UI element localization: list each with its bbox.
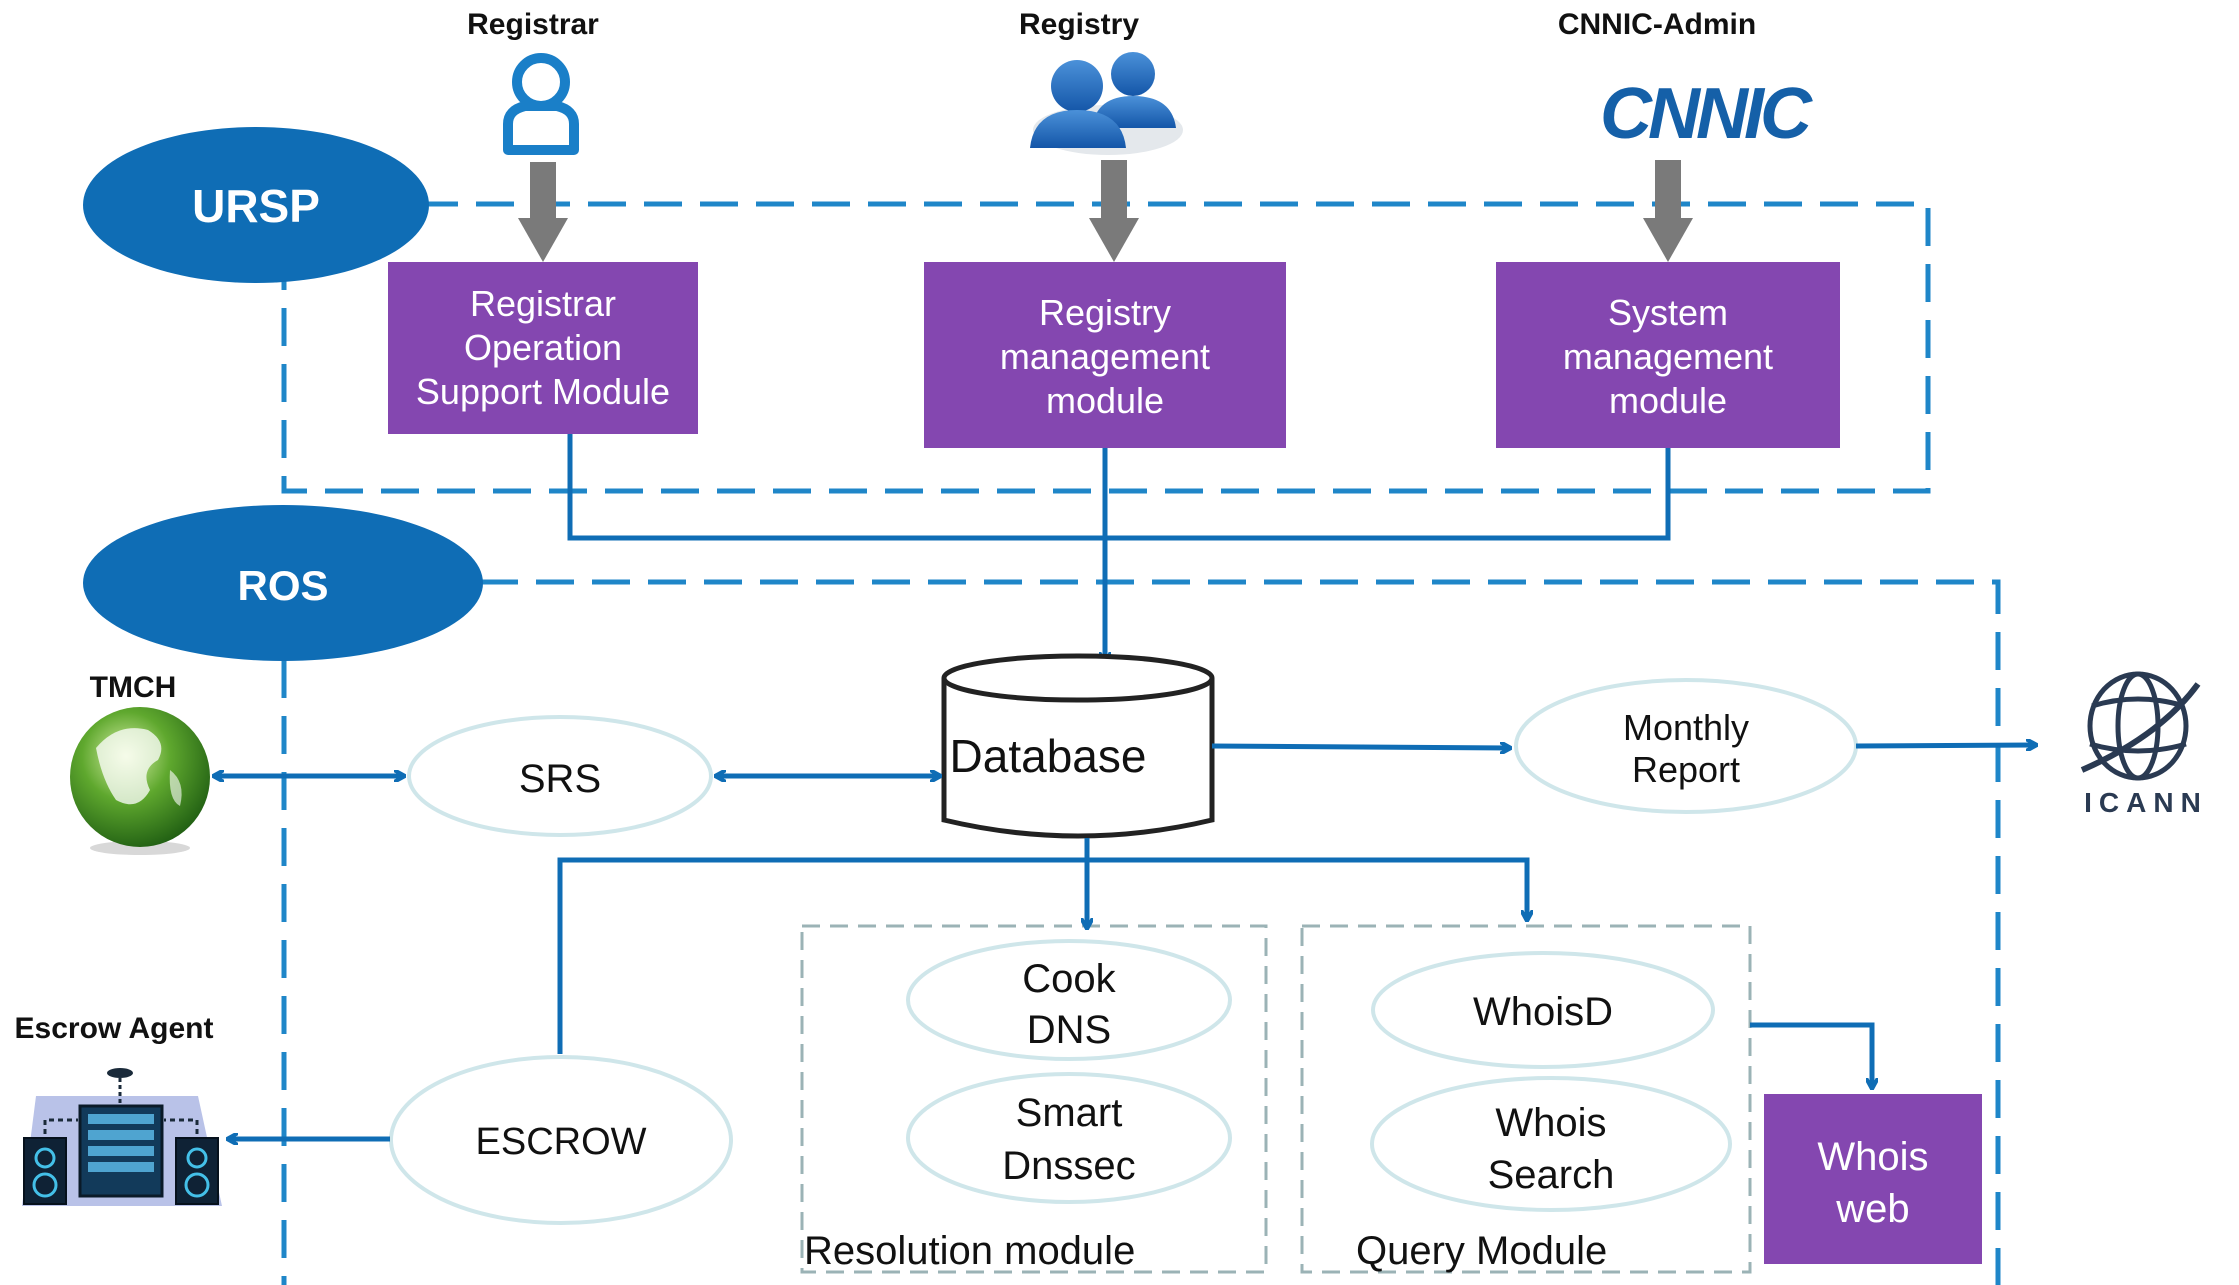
svg-text:Search: Search xyxy=(1488,1153,1615,1197)
escrow-agent-label: Escrow Agent xyxy=(15,1012,214,1045)
svg-text:Cook: Cook xyxy=(1022,957,1116,1001)
server-rack-icon xyxy=(22,1068,222,1206)
svg-text:Registrar: Registrar xyxy=(470,283,616,324)
tmch-label: TMCH xyxy=(90,671,177,704)
query-module-group xyxy=(1300,924,1752,1274)
gray-arrows xyxy=(518,160,1693,262)
registry-label: Registry xyxy=(1019,8,1139,41)
module-connectors xyxy=(567,434,1671,662)
svg-text:management: management xyxy=(1000,336,1210,377)
svg-text:Support Module: Support Module xyxy=(416,371,670,412)
cnnic-logo: CNNIC xyxy=(1600,74,1813,154)
whois-web-module: Whois web xyxy=(1764,1094,1982,1264)
query-module-label: Query Module xyxy=(1356,1229,1607,1273)
system-management-module: System management module xyxy=(1496,262,1840,448)
registrar-operation-support-module: Registrar Operation Support Module xyxy=(388,262,698,434)
svg-text:System: System xyxy=(1608,292,1728,333)
svg-text:SRS: SRS xyxy=(519,757,601,801)
svg-text:WhoisD: WhoisD xyxy=(1473,990,1613,1034)
icann-logo-icon xyxy=(2080,671,2201,781)
whoisd-node: WhoisD xyxy=(1371,951,1715,1069)
person-icon xyxy=(503,53,579,155)
svg-text:Monthly: Monthly xyxy=(1623,707,1749,748)
globe-icon xyxy=(70,707,210,855)
monthly-report-node: Monthly Report xyxy=(1514,678,1858,814)
cook-dns-node: Cook DNS xyxy=(906,939,1232,1061)
registry-management-module: Registry management module xyxy=(924,262,1286,448)
svg-text:module: module xyxy=(1046,380,1164,421)
ursp-zone: URSP xyxy=(83,127,429,283)
svg-text:module: module xyxy=(1609,380,1727,421)
svg-text:Dnssec: Dnssec xyxy=(1002,1144,1135,1188)
srs-node: SRS xyxy=(407,715,713,837)
ursp-label: URSP xyxy=(192,180,320,232)
whois-search-node: Whois Search xyxy=(1370,1076,1732,1212)
ros-label: ROS xyxy=(237,562,328,609)
svg-text:Whois: Whois xyxy=(1495,1101,1606,1145)
icann-logo-text: ICANN xyxy=(2084,787,2208,818)
svg-text:Whois: Whois xyxy=(1817,1135,1928,1179)
svg-text:web: web xyxy=(1835,1187,1909,1231)
user-group-icon xyxy=(1030,52,1183,155)
svg-text:management: management xyxy=(1563,336,1773,377)
cnnic-admin-label: CNNIC-Admin xyxy=(1558,8,1756,41)
data-flow-arrows xyxy=(214,745,2036,1139)
svg-text:Operation: Operation xyxy=(464,327,622,368)
svg-text:Registry: Registry xyxy=(1039,292,1171,333)
ursp-boundary xyxy=(281,201,1931,494)
svg-text:Report: Report xyxy=(1632,749,1740,790)
escrow-node: ESCROW xyxy=(389,1055,733,1225)
registrar-label: Registrar xyxy=(467,8,599,41)
ros-boundary xyxy=(281,579,2001,1285)
svg-text:DNS: DNS xyxy=(1027,1008,1111,1052)
svg-text:Smart: Smart xyxy=(1016,1091,1123,1135)
ros-zone: ROS xyxy=(83,505,483,661)
svg-text:ESCROW: ESCROW xyxy=(476,1121,647,1163)
resolution-module-group xyxy=(800,924,1268,1274)
resolution-module-label: Resolution module xyxy=(804,1229,1135,1273)
database-label: Database xyxy=(950,730,1147,782)
smart-dnssec-node: Smart Dnssec xyxy=(906,1072,1232,1204)
database-cylinder: Database xyxy=(941,653,1215,839)
